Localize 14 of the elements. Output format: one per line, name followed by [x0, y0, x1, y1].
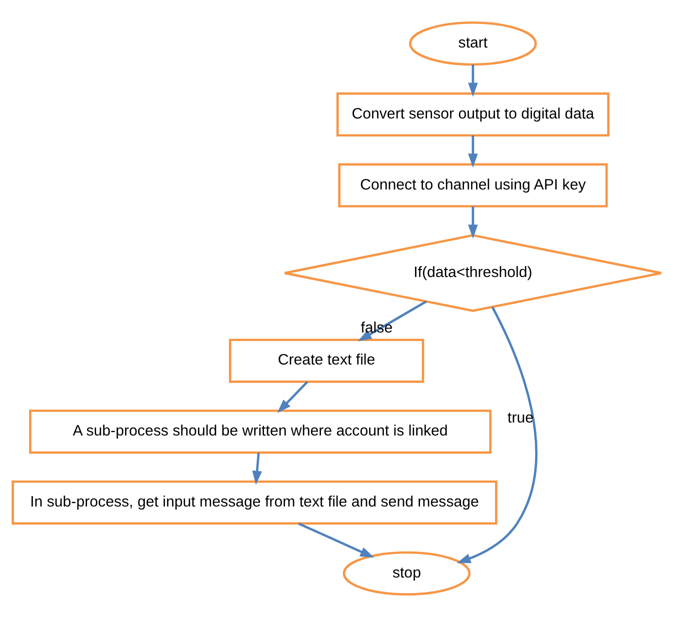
node-box: Create text file — [228, 338, 424, 383]
arrow — [277, 380, 308, 414]
arrow — [468, 64, 478, 97]
arrow — [468, 135, 478, 168]
arrow — [252, 452, 262, 485]
node-box: Connect to channel using API key — [338, 163, 608, 208]
arrow — [468, 206, 478, 239]
node-ellipse: start — [409, 21, 537, 66]
node-diamond: If(data<threshold) — [284, 234, 662, 312]
node-box: In sub-process, get input message from text file and send message — [12, 480, 498, 525]
arrow — [298, 522, 374, 558]
node-box: Convert sensor output to digital data — [336, 92, 610, 137]
node-box: A sub-process should be written where account is linked — [29, 410, 492, 454]
arrow — [456, 306, 538, 564]
